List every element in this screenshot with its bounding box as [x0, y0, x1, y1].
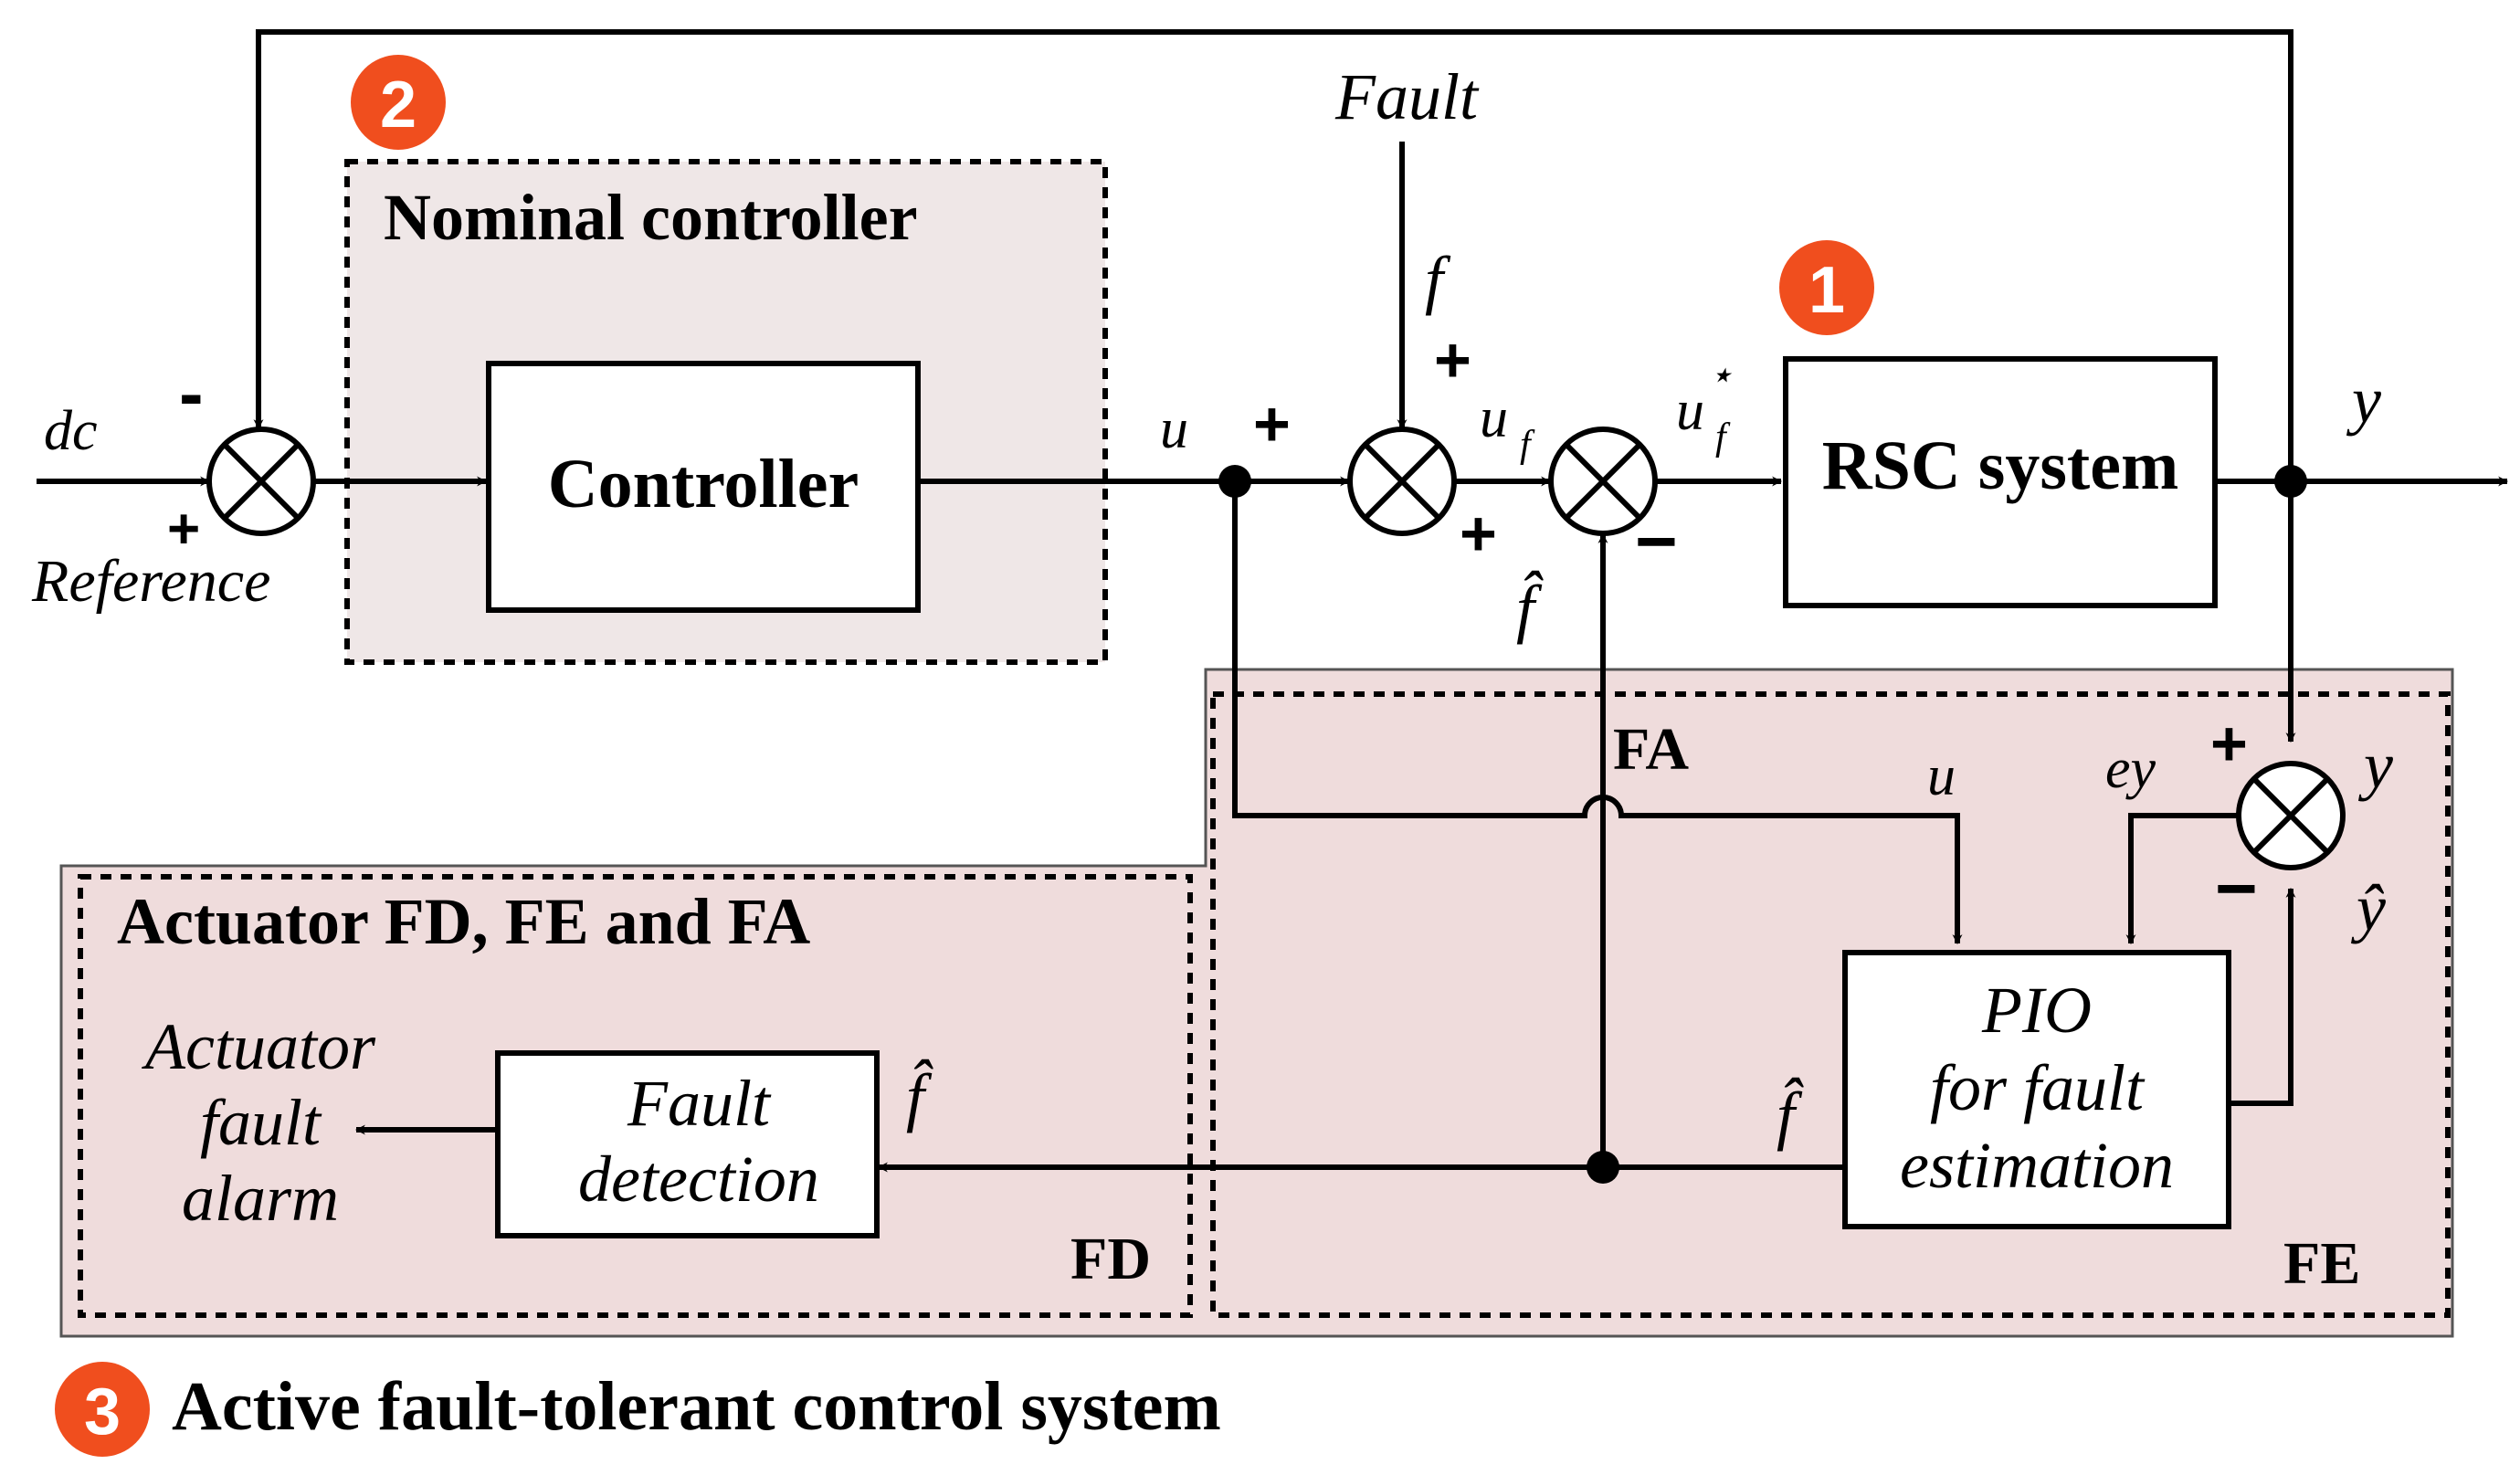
label-dc: dc	[44, 400, 98, 462]
summing-junction-error	[2236, 761, 2346, 870]
sign-plus-reference: +	[167, 498, 200, 561]
label-fault: Fault	[1334, 60, 1480, 133]
summing-junction-accommodation	[1548, 427, 1658, 536]
badge-active: 3	[55, 1362, 150, 1457]
label-u-pio: u	[1927, 745, 1956, 807]
label-f: f	[1425, 243, 1451, 316]
label-y-output: y	[2346, 363, 2381, 437]
sign-plus-u: +	[1253, 388, 1291, 459]
svg-text:2: 2	[380, 68, 416, 142]
label-u-f-star: u f ⋆	[1676, 353, 1734, 458]
controller-block: Controller	[486, 361, 921, 613]
fault-detection-block: Fault detection	[495, 1050, 880, 1238]
nominal-controller-boundary	[344, 159, 1108, 665]
svg-text:1: 1	[1808, 254, 1845, 327]
svg-text:Actuator: Actuator	[142, 1010, 376, 1083]
branch-dot-y	[2274, 465, 2307, 498]
svg-text:alarm: alarm	[182, 1162, 339, 1235]
svg-text:f: f	[1715, 416, 1731, 458]
svg-text:for fault: for fault	[1930, 1051, 2146, 1124]
svg-text:3: 3	[84, 1375, 121, 1449]
svg-text:⋆: ⋆	[1708, 353, 1734, 397]
fe-label: FE	[2283, 1230, 2360, 1297]
sign-plus-fault: +	[1434, 324, 1471, 395]
fa-label: FA	[1613, 716, 1689, 783]
svg-text:detection: detection	[578, 1143, 819, 1216]
badge-rsc: 1	[1779, 240, 1874, 335]
svg-text:f: f	[1520, 424, 1535, 466]
signal-wires	[37, 29, 2509, 1173]
svg-text:Fault: Fault	[627, 1067, 772, 1140]
svg-text:fault: fault	[200, 1086, 322, 1159]
sign-minus-y-hat: −	[2215, 848, 2258, 929]
fd-boundary	[78, 874, 1193, 1318]
label-y-error: y	[2357, 729, 2393, 802]
sign-plus-uf: +	[1460, 498, 1497, 569]
fa-fe-boundary	[1210, 691, 2451, 1318]
active-ftc-title: Actuator FD, FE and FA	[117, 885, 810, 958]
svg-text:u: u	[1676, 380, 1704, 442]
svg-text:RSC system: RSC system	[1822, 427, 2179, 504]
label-u: u	[1160, 398, 1188, 460]
branch-dot-u	[1218, 465, 1251, 498]
svg-text:Controller: Controller	[548, 446, 859, 522]
label-ey: ey	[2105, 738, 2156, 800]
fd-label: FD	[1070, 1226, 1151, 1292]
sign-plus-y: +	[2210, 708, 2248, 779]
sign-minus-f-hat: −	[1635, 500, 1678, 582]
branch-dot-f-hat	[1587, 1151, 1619, 1184]
label-y-hat: ŷ	[2350, 871, 2386, 944]
pio-block: PIO for fault estimation	[1842, 950, 2231, 1229]
svg-text:u: u	[1480, 387, 1508, 449]
svg-text:estimation: estimation	[1900, 1129, 2174, 1202]
rsc-system-block: RSC system	[1783, 356, 2218, 608]
label-reference: Reference	[31, 548, 270, 615]
badge-nominal: 2	[351, 55, 446, 150]
summing-junction-reference	[206, 427, 316, 536]
caption: Active fault-tolerant control system	[172, 1368, 1221, 1445]
svg-text:PIO: PIO	[1981, 974, 2092, 1047]
summing-junction-fault	[1347, 427, 1457, 536]
nominal-controller-title: Nominal controller	[384, 181, 918, 254]
label-actuator-fault-alarm: Actuator fault alarm	[142, 1010, 376, 1235]
label-u-f: u f	[1480, 387, 1535, 466]
sign-minus-feedback: -	[179, 353, 204, 434]
label-f-hat-summing: f̂	[1516, 571, 1544, 645]
